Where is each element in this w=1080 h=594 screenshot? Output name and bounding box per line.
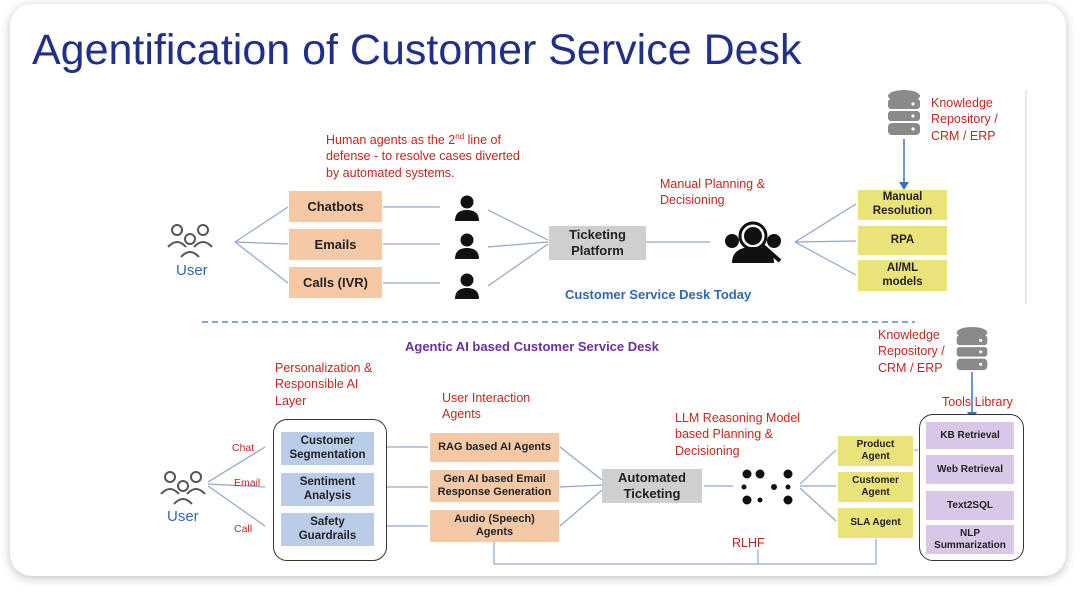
database-icon: [888, 90, 920, 135]
users-group-icon: [167, 224, 213, 258]
audio-agents: Audio (Speech)Agents: [430, 510, 559, 542]
rpa-box: RPA: [858, 226, 947, 255]
human-agents-note: Human agents as the 2nd line of defense …: [326, 132, 520, 180]
database-icon: [956, 326, 988, 371]
rag-agents: RAG based AI Agents: [430, 433, 559, 462]
channel-label-chat: Chat: [232, 442, 255, 454]
kb-retrieval: KB Retrieval: [926, 422, 1014, 449]
person-icon: [455, 233, 479, 259]
user-label: User: [176, 262, 208, 279]
channel-calls: Calls (IVR): [289, 267, 382, 298]
channel-label-email: Email: [234, 477, 261, 489]
page-title: Agentification of Customer Service Desk: [32, 26, 802, 74]
user-label: User: [167, 508, 199, 525]
slide: Agentification of Customer Service Desk: [10, 4, 1066, 576]
agentic-heading: Agentic AI based Customer Service Desk: [405, 339, 659, 354]
sla-agent: SLA Agent: [838, 508, 913, 538]
manual-planning-label: Manual Planning &Decisioning: [660, 177, 765, 208]
person-icon: [455, 195, 479, 221]
tools-library-label: Tools Library: [942, 395, 1013, 409]
text2sql: Text2SQL: [926, 491, 1014, 520]
channel-chatbots: Chatbots: [289, 191, 382, 222]
caption-today: Customer Service Desk Today: [565, 287, 752, 302]
users-group-icon: [160, 471, 206, 505]
channel-emails: Emails: [289, 229, 382, 260]
person-icon: [455, 273, 479, 299]
channel-label-call: Call: [234, 523, 253, 535]
web-retrieval: Web Retrieval: [926, 455, 1014, 484]
support-agent-search-icon: [725, 221, 782, 263]
rlhf-label: RLHF: [732, 536, 765, 550]
network-dots-icon: [741, 469, 793, 505]
connector-lines: [202, 90, 1027, 565]
